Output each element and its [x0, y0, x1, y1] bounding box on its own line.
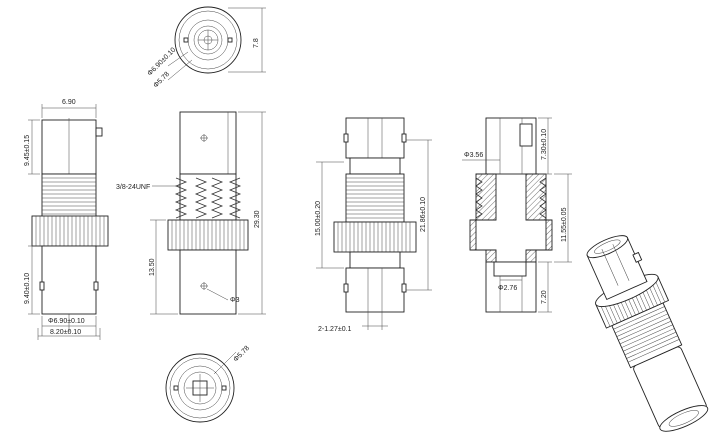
dim-a-9-45: 9.45±0.15 — [24, 135, 31, 166]
dim-a-8-20: 8.20±0.10 — [50, 329, 81, 336]
dim-a-9-40: 9.40±0.10 — [24, 273, 31, 304]
bottom-end-view: Φ5.78 — [165, 345, 251, 423]
dim-c-15-00: 15.00±0.20 — [315, 201, 322, 236]
section-view: Φ3.56 7.30±0.10 11.55±0.05 Φ2.76 7.20 — [462, 117, 572, 313]
dim-sec-7-30: 7.30±0.10 — [541, 129, 548, 160]
dim-bottom-phi-5-78: Φ5.78 — [232, 345, 251, 364]
dim-sec-phi-2-76: Φ2.76 — [498, 285, 517, 292]
dim-sec-11-55: 11.55±0.05 — [561, 207, 568, 242]
dim-sec-7-20: 7.20 — [541, 290, 548, 304]
thread-spec: 3/8-24UNF — [116, 184, 150, 191]
dim-c-slot-width: 2-1.27±0.1 — [318, 326, 352, 333]
dim-b-phi-3: Φ3 — [230, 297, 240, 304]
dim-c-21-86: 21.86±0.10 — [420, 197, 427, 232]
dim-sec-phi-3-56: Φ3.56 — [464, 152, 483, 159]
isometric-view — [586, 235, 709, 432]
top-end-view: 7.8 Φ6.90±0.10 Φ5.78 — [146, 6, 266, 90]
dim-b-29-30: 29.30 — [254, 210, 261, 228]
dim-top-phi-5-78: Φ5.78 — [152, 71, 171, 90]
dim-top-7-8: 7.8 — [253, 38, 260, 48]
side-view-c: 15.00±0.20 21.86±0.10 2-1.27±0.1 — [315, 117, 432, 333]
dim-top-phi-6-90: Φ6.90±0.10 — [146, 46, 177, 77]
side-view-b: 3/8-24UNF 29.30 13.50 Φ3 — [116, 111, 266, 315]
dim-a-6-90: 6.90 — [62, 99, 76, 106]
side-view-a: 6.90 9.45±0.15 9.40±0.10 Φ6.90±0.10 8.20… — [24, 99, 109, 340]
dim-b-13-50: 13.50 — [149, 258, 156, 276]
dim-a-phi-6-90: Φ6.90±0.10 — [48, 318, 85, 325]
